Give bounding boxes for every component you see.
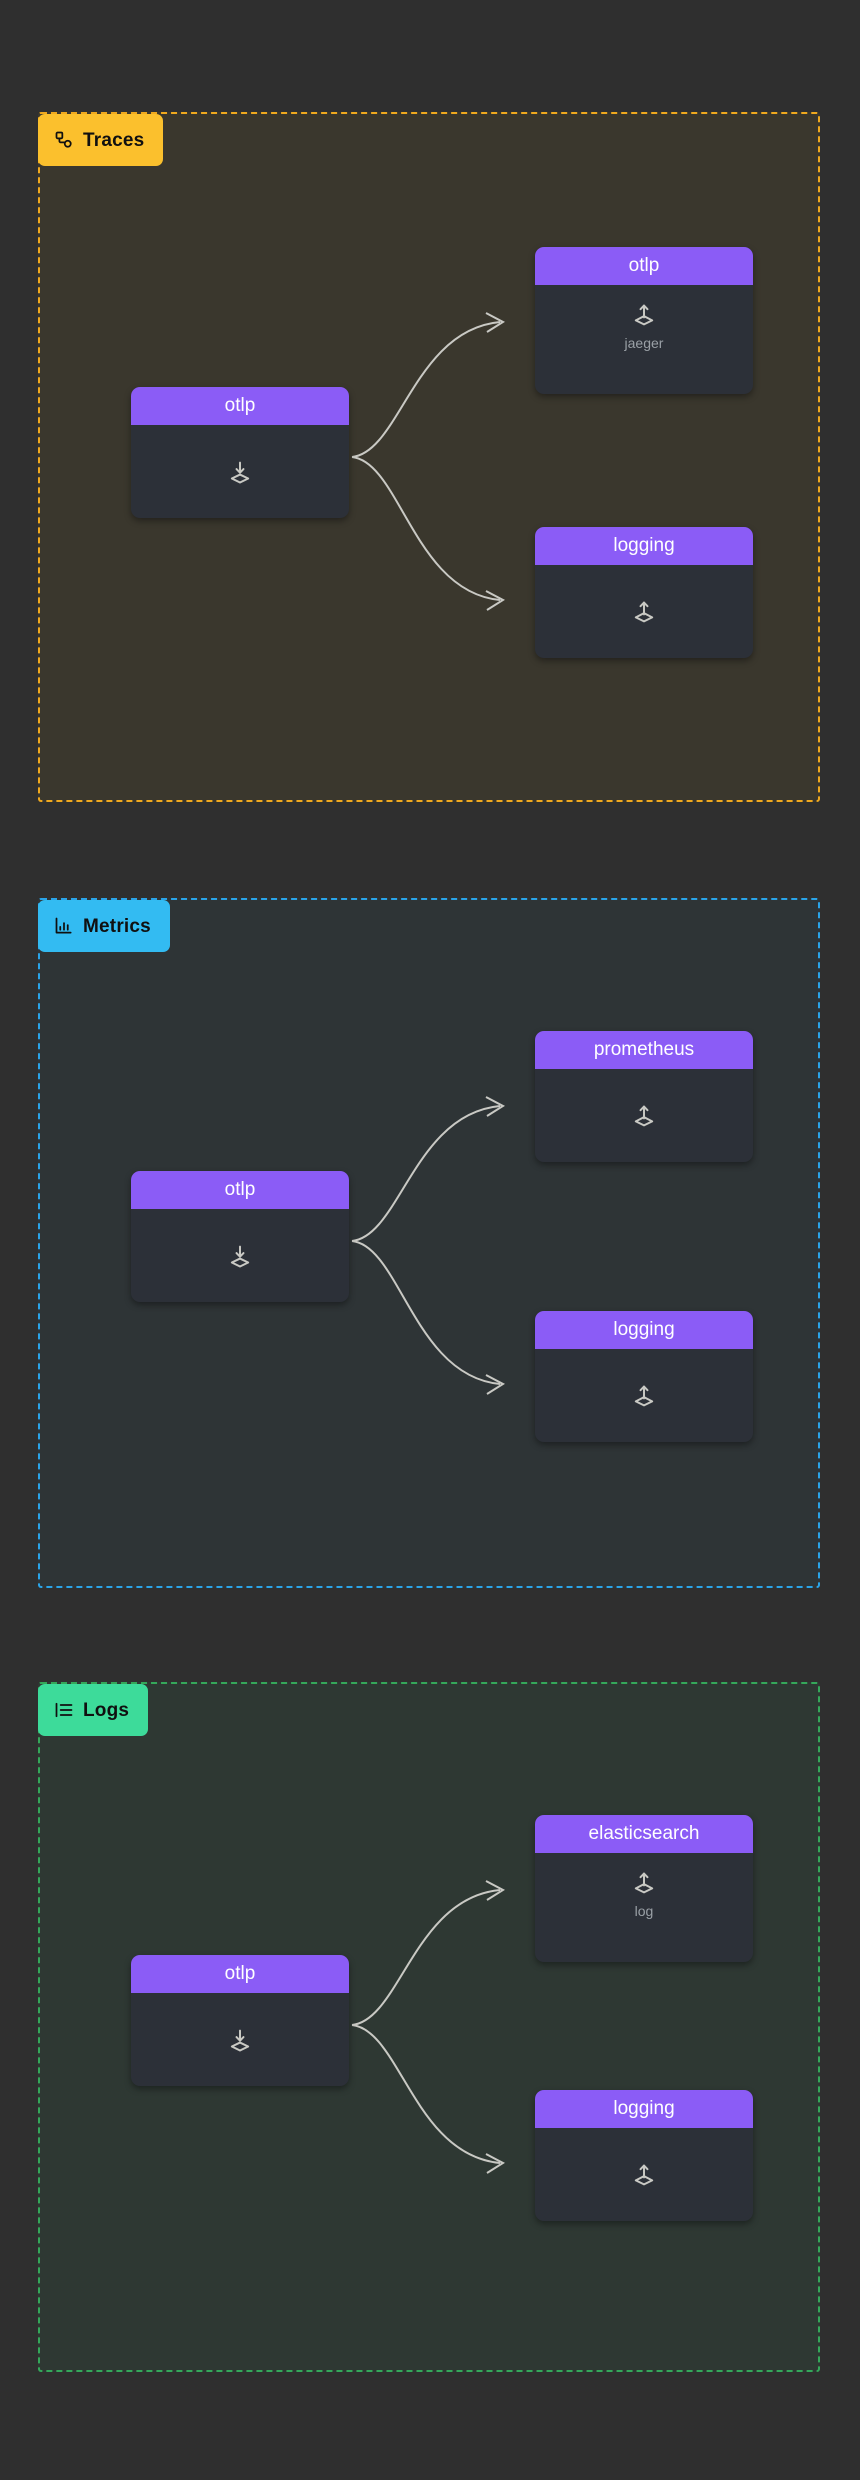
node-title: logging — [535, 2090, 753, 2128]
node-traces-receiver-otlp[interactable]: otlp — [131, 387, 349, 518]
node-metrics-exporter-prometheus[interactable]: prometheus — [535, 1031, 753, 1162]
node-title: logging — [535, 527, 753, 565]
receiver-download-icon — [230, 2029, 250, 2051]
node-title: otlp — [131, 1171, 349, 1209]
list-tree-icon — [54, 1700, 74, 1720]
node-body — [131, 1993, 349, 2086]
node-logs-exporter-logging[interactable]: logging — [535, 2090, 753, 2221]
node-subtitle: log — [634, 1903, 654, 1919]
node-body — [131, 1209, 349, 1302]
section-badge-label: Traces — [83, 129, 145, 151]
node-metrics-exporter-logging[interactable]: logging — [535, 1311, 753, 1442]
node-title: elasticsearch — [535, 1815, 753, 1853]
node-title: otlp — [535, 247, 753, 285]
exporter-upload-icon — [634, 304, 654, 326]
node-metrics-receiver-otlp[interactable]: otlp — [131, 1171, 349, 1302]
receiver-download-icon — [230, 1245, 250, 1267]
node-body — [535, 2128, 753, 2221]
node-traces-exporter-logging[interactable]: logging — [535, 527, 753, 658]
section-badge-logs[interactable]: Logs — [38, 1684, 149, 1736]
node-logs-receiver-otlp[interactable]: otlp — [131, 1955, 349, 2086]
exporter-upload-icon — [634, 1385, 654, 1406]
exporter-upload-icon — [634, 2164, 654, 2185]
node-traces-exporter-otlp[interactable]: otlp jaeger — [535, 247, 753, 394]
node-title: logging — [535, 1311, 753, 1349]
exporter-upload-icon — [634, 1105, 654, 1126]
node-body — [131, 425, 349, 518]
node-body: log — [535, 1853, 753, 1962]
section-badge-label: Logs — [83, 1699, 130, 1721]
section-badge-traces[interactable]: Traces — [38, 114, 164, 166]
node-body: jaeger — [535, 285, 753, 394]
node-body — [535, 1069, 753, 1162]
section-badge-label: Metrics — [83, 915, 151, 937]
exporter-upload-icon — [634, 1872, 654, 1894]
exporter-upload-icon — [634, 601, 654, 622]
node-title: otlp — [131, 387, 349, 425]
node-title: otlp — [131, 1955, 349, 1993]
node-body — [535, 565, 753, 658]
workflow-icon — [54, 130, 74, 150]
node-body — [535, 1349, 753, 1442]
section-badge-metrics[interactable]: Metrics — [38, 900, 170, 952]
node-title: prometheus — [535, 1031, 753, 1069]
node-logs-exporter-elasticsearch[interactable]: elasticsearch log — [535, 1815, 753, 1962]
receiver-download-icon — [230, 461, 250, 483]
node-subtitle: jaeger — [624, 335, 664, 351]
bar-chart-icon — [54, 916, 74, 936]
